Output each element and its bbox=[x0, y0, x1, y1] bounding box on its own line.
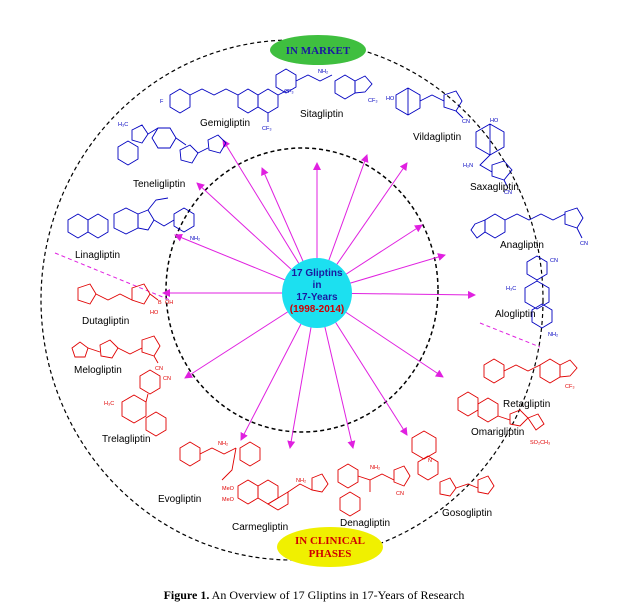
drug-labels-group: Gemigliptin SitagliptinVildagliptinSaxagl… bbox=[74, 109, 550, 533]
lin-nh2-label: NH₂ bbox=[190, 236, 200, 242]
melogliptin-structure bbox=[71, 335, 161, 364]
omarigliptin-structure bbox=[457, 391, 545, 431]
vildagliptin-structure bbox=[395, 87, 464, 119]
omar-so2ch3-label: SO₂CH₃ bbox=[530, 440, 550, 446]
sit-nh2-label: NH₂ bbox=[318, 69, 328, 75]
drug-label-omarigliptin: Omarigliptin bbox=[471, 427, 524, 438]
ten-h3c-label: H₃C bbox=[118, 122, 128, 128]
drug-label-saxagliptin: Saxagliptin bbox=[470, 182, 519, 193]
sitagliptin-structure bbox=[275, 68, 373, 100]
drug-label-gemigliptin: Gemigliptin bbox=[200, 118, 250, 129]
caption-label: Figure 1. bbox=[163, 588, 210, 602]
saxagliptin-structure bbox=[475, 123, 513, 189]
car-nh2-label: NH₂ bbox=[296, 478, 306, 484]
mel-cn-label: CN bbox=[155, 366, 163, 372]
carmegliptin-structure bbox=[237, 473, 329, 511]
retagliptin-structure bbox=[483, 358, 578, 384]
teneligliptin-structure bbox=[117, 124, 227, 166]
trelagliptin-structure bbox=[121, 369, 167, 437]
drug-label-vildagliptin: Vildagliptin bbox=[413, 132, 461, 143]
alo-nh2-label: NH₂ bbox=[548, 332, 558, 338]
clinical-phases-label-2: PHASES bbox=[309, 548, 352, 560]
drug-label-linagliptin: Linagliptin bbox=[75, 250, 120, 261]
figure-caption: Figure 1. An Overview of 17 Gliptins in … bbox=[0, 588, 628, 603]
vil-cn-label: CN bbox=[462, 119, 470, 125]
clinical-phases-badge bbox=[277, 527, 383, 567]
ret-cf3-label: CF₃ bbox=[565, 384, 575, 390]
drug-label-melogliptin: Melogliptin bbox=[74, 365, 122, 376]
evo-nh2-label: NH₂ bbox=[218, 441, 228, 447]
evogliptin-structure bbox=[179, 441, 261, 481]
gos-n-label: N bbox=[428, 458, 432, 464]
dut-ho-label: HO bbox=[150, 310, 159, 316]
center-line1: 17 Gliptins bbox=[291, 268, 343, 279]
gem-cf3-label: CF₃ bbox=[284, 89, 294, 95]
center-line3: 17-Years bbox=[296, 292, 338, 303]
gosogliptin-structure bbox=[411, 430, 495, 497]
drug-label-retagliptin: Retagliptin bbox=[503, 399, 550, 410]
drug-label-sitagliptin: Sitagliptin bbox=[300, 109, 343, 120]
car-meo-label-2: MeO bbox=[222, 497, 235, 503]
sax-h2n-label: H₂N bbox=[463, 163, 473, 169]
car-meo-label: MeO bbox=[222, 486, 235, 492]
alo-h3c-label: H₃C bbox=[506, 286, 516, 292]
gem-f-label: F bbox=[160, 99, 164, 105]
anagliptin-structure bbox=[470, 207, 584, 239]
alo-cn-label: CN bbox=[550, 258, 558, 264]
dutagliptin-structure bbox=[77, 283, 159, 305]
right-separator-line bbox=[479, 322, 541, 348]
sit-cf3-label: CF₃ bbox=[368, 98, 378, 104]
center-line2: in bbox=[313, 280, 322, 291]
drug-label-anagliptin: Anagliptin bbox=[500, 240, 544, 251]
alogliptin-structure bbox=[524, 255, 553, 329]
drug-label-dutagliptin: Dutagliptin bbox=[82, 316, 129, 327]
sax-cn-label: CN bbox=[504, 190, 512, 196]
caption-text: An Overview of 17 Gliptins in 17-Years o… bbox=[209, 588, 465, 602]
den-cn-label: CN bbox=[396, 491, 404, 497]
sax-ho-label: HO bbox=[490, 118, 499, 124]
dut-b-label: B bbox=[158, 300, 162, 306]
ana-cn-label: CN bbox=[580, 241, 588, 247]
tre-h3c-label: H₃C bbox=[104, 401, 114, 407]
denagliptin-structure bbox=[337, 463, 411, 517]
vil-ho-label: HO bbox=[386, 96, 395, 102]
clinical-phases-label-1: IN CLINICAL bbox=[295, 535, 365, 547]
center-circle bbox=[282, 258, 352, 328]
linagliptin-structure bbox=[67, 197, 195, 239]
drug-label-teneligliptin: Teneligliptin bbox=[133, 179, 185, 190]
drug-label-trelagliptin: Trelagliptin bbox=[102, 434, 151, 445]
tre-cn-label: CN bbox=[163, 376, 171, 382]
dut-oh-label: OH bbox=[165, 300, 173, 306]
drug-label-gosogliptin: Gosogliptin bbox=[442, 508, 492, 519]
drug-label-denagliptin: Denagliptin bbox=[340, 518, 390, 529]
drug-label-evogliptin: Evogliptin bbox=[158, 494, 201, 505]
gemigliptin-structure bbox=[169, 88, 289, 122]
drug-label-alogliptin: Alogliptin bbox=[495, 309, 536, 320]
gem-cf3-label-2: CF₃ bbox=[262, 126, 272, 132]
in-market-label: IN MARKET bbox=[286, 45, 351, 57]
drug-label-carmegliptin: Carmegliptin bbox=[232, 522, 288, 533]
center-line4: (1998-2014) bbox=[290, 304, 344, 315]
in-market-badge bbox=[270, 35, 366, 65]
den-nh2-label: NH₂ bbox=[370, 465, 380, 471]
